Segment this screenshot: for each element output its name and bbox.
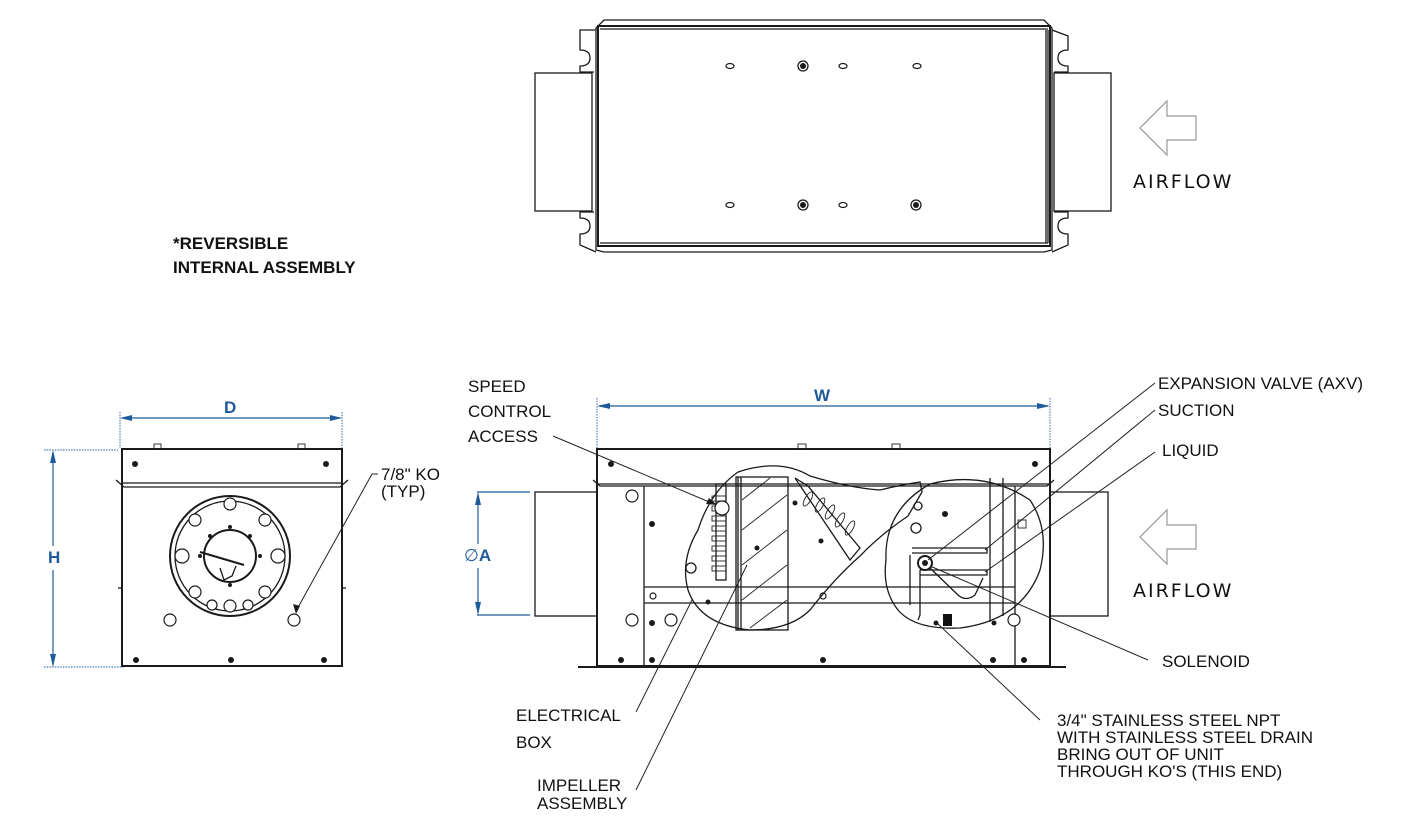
top-right-bracket-lower	[1051, 211, 1069, 253]
diameter-symbol: ∅	[464, 546, 479, 565]
drain-callout-line3: BRING OUT OF UNIT	[1057, 745, 1224, 764]
cutaway-electrical	[684, 465, 923, 631]
top-fasteners	[725, 60, 922, 211]
cutaway-piping	[884, 478, 1044, 629]
speed-control-callout-line1: SPEED	[468, 377, 526, 396]
top-housing-panel	[597, 25, 1051, 247]
airflow-label-bottom: AIRFLOW	[1133, 580, 1234, 602]
electrical-box-callout-line2: BOX	[516, 733, 552, 752]
suction-callout: SUCTION	[1158, 401, 1235, 420]
top-left-bracket-upper	[579, 29, 596, 73]
speed-control-callout-line2: CONTROL	[468, 402, 552, 421]
diameter-value: A	[478, 546, 492, 565]
liquid-callout: LIQUID	[1162, 441, 1219, 460]
end-housing	[121, 448, 343, 667]
side-right-duct-collar	[1049, 491, 1109, 617]
blower-wheel-end	[169, 495, 291, 617]
impeller-callout-line1: IMPELLER	[537, 776, 622, 795]
airflow-arrow-bottom-icon	[1139, 508, 1197, 566]
dimension-label-d: D	[224, 398, 237, 417]
drain-callout-line4: THROUGH KO'S (THIS END)	[1057, 762, 1283, 781]
expansion-valve-callout: EXPANSION VALVE (AXV)	[1158, 374, 1364, 393]
dimension-label-h: H	[48, 546, 61, 570]
leader-lines	[552, 382, 1156, 791]
top-left-bracket-lower	[579, 211, 597, 253]
speed-control-knockout	[714, 500, 730, 516]
speed-control-callout-line3: ACCESS	[468, 427, 538, 446]
drain-callout-line1: 3/4" STAINLESS STEEL NPT	[1057, 711, 1281, 730]
top-right-bracket-upper	[1051, 29, 1069, 73]
solenoid-callout: SOLENOID	[1162, 652, 1250, 671]
dimension-label-a: ∅A	[464, 544, 492, 568]
side-left-duct-collar	[534, 491, 598, 617]
drain-fitting	[943, 614, 952, 626]
dimension-label-w: W	[814, 386, 831, 405]
top-right-duct-collar	[1053, 72, 1112, 212]
hatch-lines	[741, 477, 788, 629]
knockout-left	[163, 613, 177, 627]
reversible-note-line2: INTERNAL ASSEMBLY	[173, 258, 356, 277]
knockout-callout-line2: (TYP)	[381, 482, 426, 501]
expansion-valve-body	[917, 555, 933, 571]
end-view	[44, 412, 378, 668]
top-view	[534, 19, 1112, 253]
top-left-duct-collar	[534, 72, 593, 212]
side-view	[475, 398, 1109, 668]
electrical-box-callout-line1: ELECTRICAL	[516, 706, 621, 725]
impeller-slots	[802, 491, 856, 536]
terminal-strip	[715, 483, 727, 581]
airflow-label-top: AIRFLOW	[1133, 171, 1234, 193]
reversible-note-line1: *REVERSIBLE	[173, 234, 289, 253]
knockout-right	[287, 613, 301, 627]
airflow-arrow-top-icon	[1139, 99, 1197, 157]
drain-callout-line2: WITH STAINLESS STEEL DRAIN	[1057, 728, 1313, 747]
top-housing-outline	[595, 19, 1053, 253]
impeller-callout-line2: ASSEMBLY	[537, 794, 628, 813]
knockout-leader	[295, 473, 378, 612]
knockout-callout-line1: 7/8" KO	[381, 465, 440, 484]
